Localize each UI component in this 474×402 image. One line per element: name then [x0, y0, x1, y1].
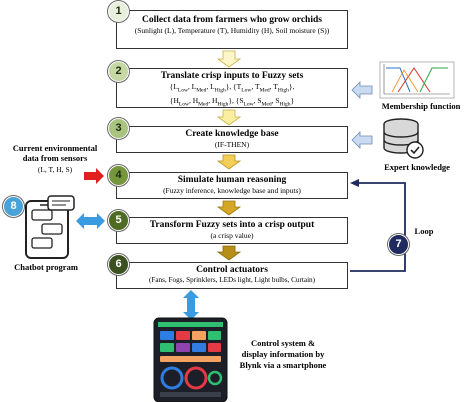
flow-arrow-4-5 — [216, 200, 242, 216]
step-5-box: Transform Fuzzy sets into a crisp output… — [116, 217, 348, 244]
env-data-label-line-1: Current environmental — [12, 143, 98, 153]
flow-arrow-1-2 — [216, 50, 242, 68]
step-4-detail: (Fuzzy inference, knowledge base and inp… — [163, 186, 301, 195]
loop-arrowhead — [350, 179, 359, 187]
loop-line — [350, 182, 406, 272]
chatbot-link-arrow — [76, 213, 105, 229]
chatbot-phone-icon — [25, 195, 75, 259]
membership-arrow — [351, 81, 373, 99]
phone-label-line-1: Control system & — [250, 338, 316, 348]
step-2-box: Translate crisp inputs to Fuzzy sets {LL… — [116, 68, 348, 108]
smartphone-dashboard — [153, 317, 228, 402]
step-2-number: 2 — [108, 61, 129, 82]
phone-label-line-3: Blynk via a smartphone — [239, 360, 327, 370]
phone-link-arrow — [183, 290, 199, 320]
chatbot-number: 8 — [3, 196, 24, 217]
step-1-box: Collect data from farmers who grow orchi… — [116, 10, 348, 49]
membership-function-label: Membership function — [381, 101, 461, 111]
env-data-label-line-2: data from sensors — [22, 153, 88, 163]
flow-arrow-2-3 — [216, 109, 242, 126]
step-5-number: 5 — [108, 210, 129, 231]
step-4-title: Simulate human reasoning — [177, 175, 287, 185]
expert-arrow — [351, 131, 373, 149]
step-6-number: 6 — [108, 254, 129, 275]
chatbot-program-label: Chatbot program — [14, 262, 78, 272]
step-1-title: Collect data from farmers who grow orchi… — [142, 15, 322, 25]
step-1-number: 1 — [108, 1, 129, 22]
step-3-detail: (IF-THEN) — [214, 140, 250, 149]
step-4-number: 4 — [108, 165, 129, 186]
flow-arrow-3-4 — [216, 154, 242, 170]
step-3-title: Create knowledge base — [185, 129, 279, 139]
step-2-detail-1: {LLow, LMed, LHigh}, {TLow, TMed, THigh}… — [169, 82, 295, 94]
sensor-arrow — [84, 168, 104, 184]
step-3-number: 3 — [108, 118, 129, 139]
step-4-box: Simulate human reasoning (Fuzzy inferenc… — [116, 172, 348, 199]
step-6-title: Control actuators — [196, 265, 268, 275]
expert-knowledge-label: Expert knowledge — [384, 162, 450, 172]
membership-function-chart — [379, 61, 455, 99]
phone-label-line-2: display information by — [241, 349, 325, 359]
step-2-title: Translate crisp inputs to Fuzzy sets — [160, 71, 304, 81]
loop-number: 7 — [388, 234, 409, 255]
database-icon — [383, 118, 424, 159]
step-2-detail-2: {HLow, HMed, HHigh}, {SLow, SMed, SHigh} — [169, 95, 295, 107]
step-5-detail: (a crisp value) — [210, 231, 254, 240]
step-3-box: Create knowledge base (IF-THEN) — [116, 126, 348, 153]
step-6-detail: (Fans, Fogs, Sprinklers, LEDs light, Lig… — [148, 276, 316, 284]
loop-label: Loop — [414, 226, 434, 236]
step-1-detail: (Sunlight (L), Temperature (T), Humidity… — [134, 26, 330, 35]
env-vars-label: (L, T, H, S) — [37, 165, 73, 174]
step-6-box: Control actuators (Fans, Fogs, Sprinkler… — [116, 262, 348, 289]
flow-arrow-5-6 — [216, 245, 242, 261]
step-5-title: Transform Fuzzy sets into a crisp output — [149, 220, 315, 230]
